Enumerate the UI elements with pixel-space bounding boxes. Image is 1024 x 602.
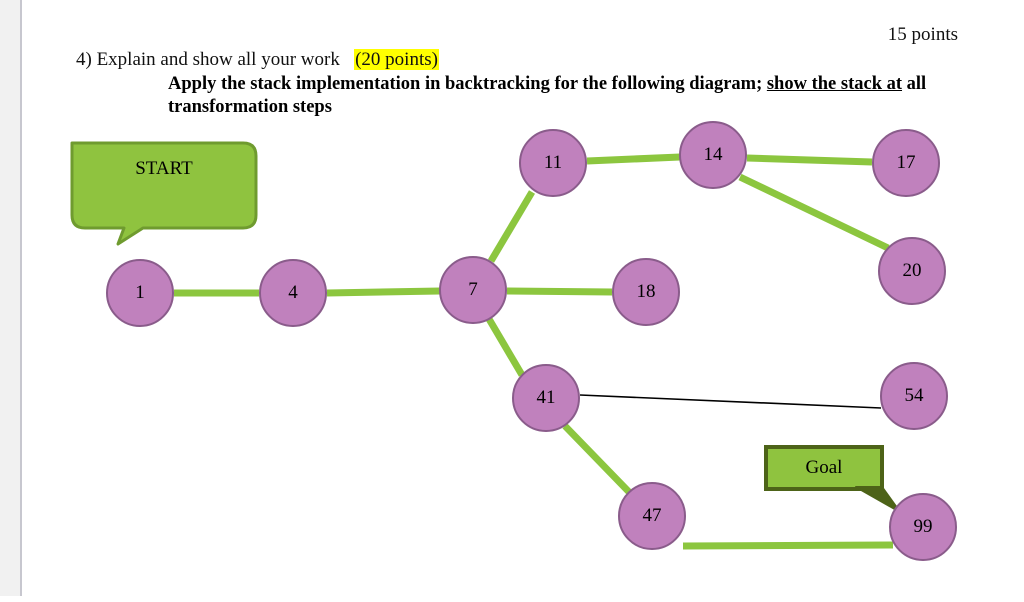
node-41[interactable]: 41 bbox=[512, 364, 580, 432]
instruction-text: Apply the stack implementation in backtr… bbox=[168, 73, 998, 120]
edge-11-14 bbox=[586, 153, 681, 165]
node-20[interactable]: 20 bbox=[878, 237, 946, 305]
node-54[interactable]: 54 bbox=[880, 362, 948, 430]
edge-7-41 bbox=[485, 317, 526, 377]
node-14[interactable]: 14 bbox=[679, 121, 747, 189]
node-99[interactable]: 99 bbox=[889, 493, 957, 561]
graph-edges-green bbox=[174, 153, 894, 550]
edge-14-17 bbox=[746, 154, 873, 166]
question-text: Explain and show all your work bbox=[96, 49, 340, 70]
node-label: 41 bbox=[536, 387, 556, 408]
node-47[interactable]: 47 bbox=[618, 482, 686, 550]
node-label: 1 bbox=[135, 282, 145, 303]
edge-41-54 bbox=[579, 394, 882, 409]
start-callout bbox=[70, 141, 258, 246]
node-label: 54 bbox=[904, 385, 924, 406]
node-label: 17 bbox=[896, 152, 916, 173]
node-label: 7 bbox=[468, 279, 478, 300]
instruction-part-1: Apply the stack implementation in backtr… bbox=[168, 74, 767, 94]
node-18[interactable]: 18 bbox=[612, 258, 680, 326]
instruction-underlined: show the stack at bbox=[766, 74, 903, 94]
node-label: 99 bbox=[913, 516, 933, 537]
graph-edges-black bbox=[579, 394, 882, 409]
node-label: 20 bbox=[902, 260, 922, 281]
node-label: 4 bbox=[288, 282, 298, 303]
node-11[interactable]: 11 bbox=[519, 129, 587, 197]
question-points-highlight: (20 points) bbox=[354, 49, 439, 70]
page-margin-rule bbox=[20, 0, 22, 596]
goal-callout bbox=[764, 445, 901, 513]
instruction-part-2: all transformation steps bbox=[168, 74, 927, 118]
edge-7-11 bbox=[487, 190, 536, 263]
node-label: 14 bbox=[703, 144, 723, 165]
node-4[interactable]: 4 bbox=[259, 259, 327, 327]
edge-7-18 bbox=[506, 287, 613, 296]
edge-14-20 bbox=[738, 173, 890, 252]
node-1[interactable]: 1 bbox=[106, 259, 174, 327]
edge-47-99 bbox=[682, 541, 894, 550]
node-label: 47 bbox=[642, 505, 662, 526]
question-line: 4) Explain and show all your work (20 po… bbox=[76, 49, 439, 71]
points-label-top-right: 15 points bbox=[887, 24, 958, 45]
node-label: 18 bbox=[636, 281, 656, 302]
node-17[interactable]: 17 bbox=[872, 129, 940, 197]
page-left-gutter bbox=[0, 0, 20, 596]
edge-4-7 bbox=[326, 287, 441, 297]
node-7[interactable]: 7 bbox=[439, 256, 507, 324]
question-number: 4) bbox=[76, 49, 92, 70]
edge-41-47 bbox=[562, 423, 633, 496]
node-label: 11 bbox=[543, 152, 563, 173]
